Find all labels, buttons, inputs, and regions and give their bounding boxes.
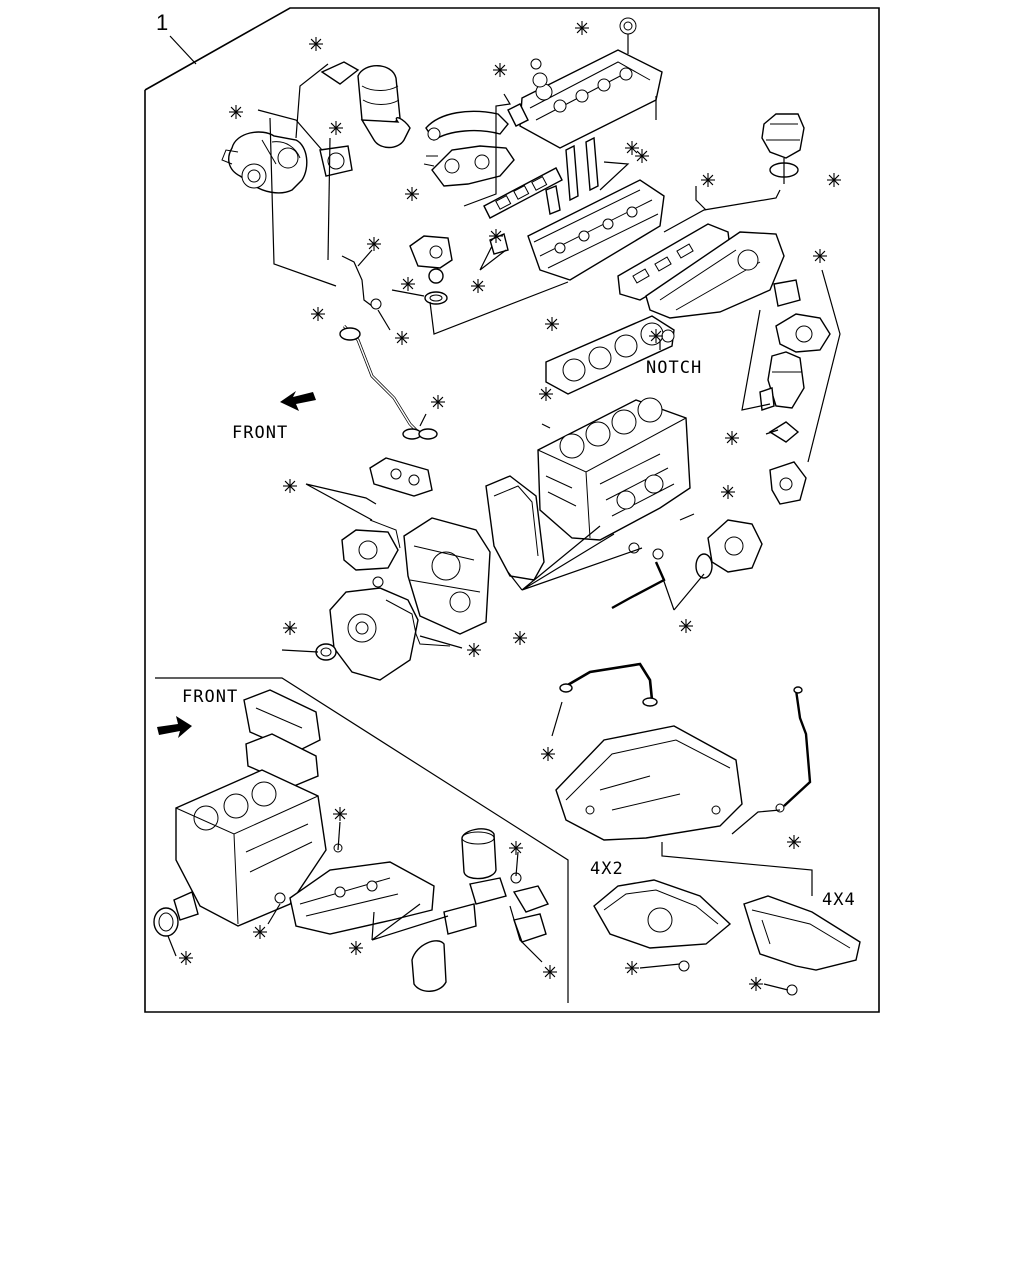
kit-part-marker-icon: [543, 965, 557, 979]
kit-frame: [144, 7, 880, 1013]
kit-part-marker-icon: [329, 121, 343, 135]
kit-part-marker-icon: [575, 21, 589, 35]
kit-part-marker-icon: [179, 951, 193, 965]
intake-manifold: [617, 223, 801, 319]
lower-oil-pan-4x2: [593, 879, 732, 972]
kit-part-marker-icon: [725, 431, 739, 445]
catalytic-converter: [319, 61, 411, 177]
exhaust-manifold: [423, 110, 515, 187]
timing-cover: [315, 587, 451, 681]
lower-oil-pan-4x4: [743, 895, 861, 996]
oil-level-gauge: [775, 686, 812, 813]
kit-part-marker-icon: [513, 631, 527, 645]
kit-part-marker-icon: [827, 173, 841, 187]
kit-part-marker-icon: [401, 277, 415, 291]
kit-part-marker-icon: [253, 925, 267, 939]
kit-part-marker-icon: [701, 173, 715, 187]
cylinder-head-gasket: [545, 315, 675, 395]
kit-part-marker-icon: [813, 249, 827, 263]
kit-part-marker-icon: [541, 747, 555, 761]
kit-part-marker-icon: [749, 977, 763, 991]
upper-oil-pan: [555, 725, 743, 841]
notch-label: NOTCH: [646, 358, 702, 378]
kit-part-marker-icon: [539, 387, 553, 401]
kit-part-marker-icon: [467, 643, 481, 657]
kit-part-marker-icon: [405, 187, 419, 201]
leader-lines: [167, 63, 841, 991]
oil-filter-housing: [411, 828, 550, 992]
cylinder-block: [537, 397, 691, 541]
injection-pump: [611, 519, 763, 610]
kit-part-marker-icon: [545, 317, 559, 331]
front-arrow-bottom-icon: [157, 716, 192, 738]
callout-number: 1: [156, 10, 168, 35]
kit-part-markers: [179, 21, 841, 991]
kit-part-marker-icon: [649, 329, 663, 343]
kit-part-marker-icon: [311, 307, 325, 321]
front-label-bottom: FRONT: [182, 687, 238, 707]
kit-part-marker-icon: [625, 141, 639, 155]
front-arrow-top-icon: [280, 391, 316, 411]
kit-part-marker-icon: [679, 619, 693, 633]
cylinder-head: [527, 136, 665, 281]
kit-part-marker-icon: [431, 395, 445, 409]
kit-part-marker-icon: [489, 229, 503, 243]
kit-part-marker-icon: [395, 331, 409, 345]
kit-part-marker-icon: [349, 941, 363, 955]
exhaust-manifold-gasket: [483, 167, 563, 219]
water-pump: [341, 519, 401, 588]
timing-gear-case: [369, 457, 545, 635]
kit-part-marker-icon: [721, 485, 735, 499]
kit-part-marker-icon: [509, 841, 523, 855]
kit-part-marker-icon: [283, 479, 297, 493]
kit-part-marker-icon: [367, 237, 381, 251]
lower-left-subframe: [155, 677, 569, 1003]
egr-valve: [759, 313, 831, 505]
oil-strainer-pipe: [559, 662, 658, 707]
turbo-oil-pipe: [339, 255, 438, 440]
kit-part-marker-icon: [635, 149, 649, 163]
kit-part-marker-icon: [229, 105, 243, 119]
kit-part-marker-icon: [493, 63, 507, 77]
thermostat-housing: [409, 233, 509, 305]
turbocharger: [221, 131, 308, 194]
kit-part-marker-icon: [471, 279, 485, 293]
kit-part-marker-icon: [309, 37, 323, 51]
pan-4x4-label: 4X4: [822, 890, 856, 910]
front-label-top: FRONT: [232, 423, 288, 443]
pan-4x2-label: 4X2: [590, 859, 624, 879]
cylinder-head-cover: [507, 17, 663, 149]
kit-part-marker-icon: [787, 835, 801, 849]
kit-part-marker-icon: [333, 807, 347, 821]
rear-block-assembly: [153, 689, 327, 937]
egr-cooler: [761, 113, 805, 184]
kit-part-marker-icon: [625, 961, 639, 975]
kit-part-marker-icon: [283, 621, 297, 635]
